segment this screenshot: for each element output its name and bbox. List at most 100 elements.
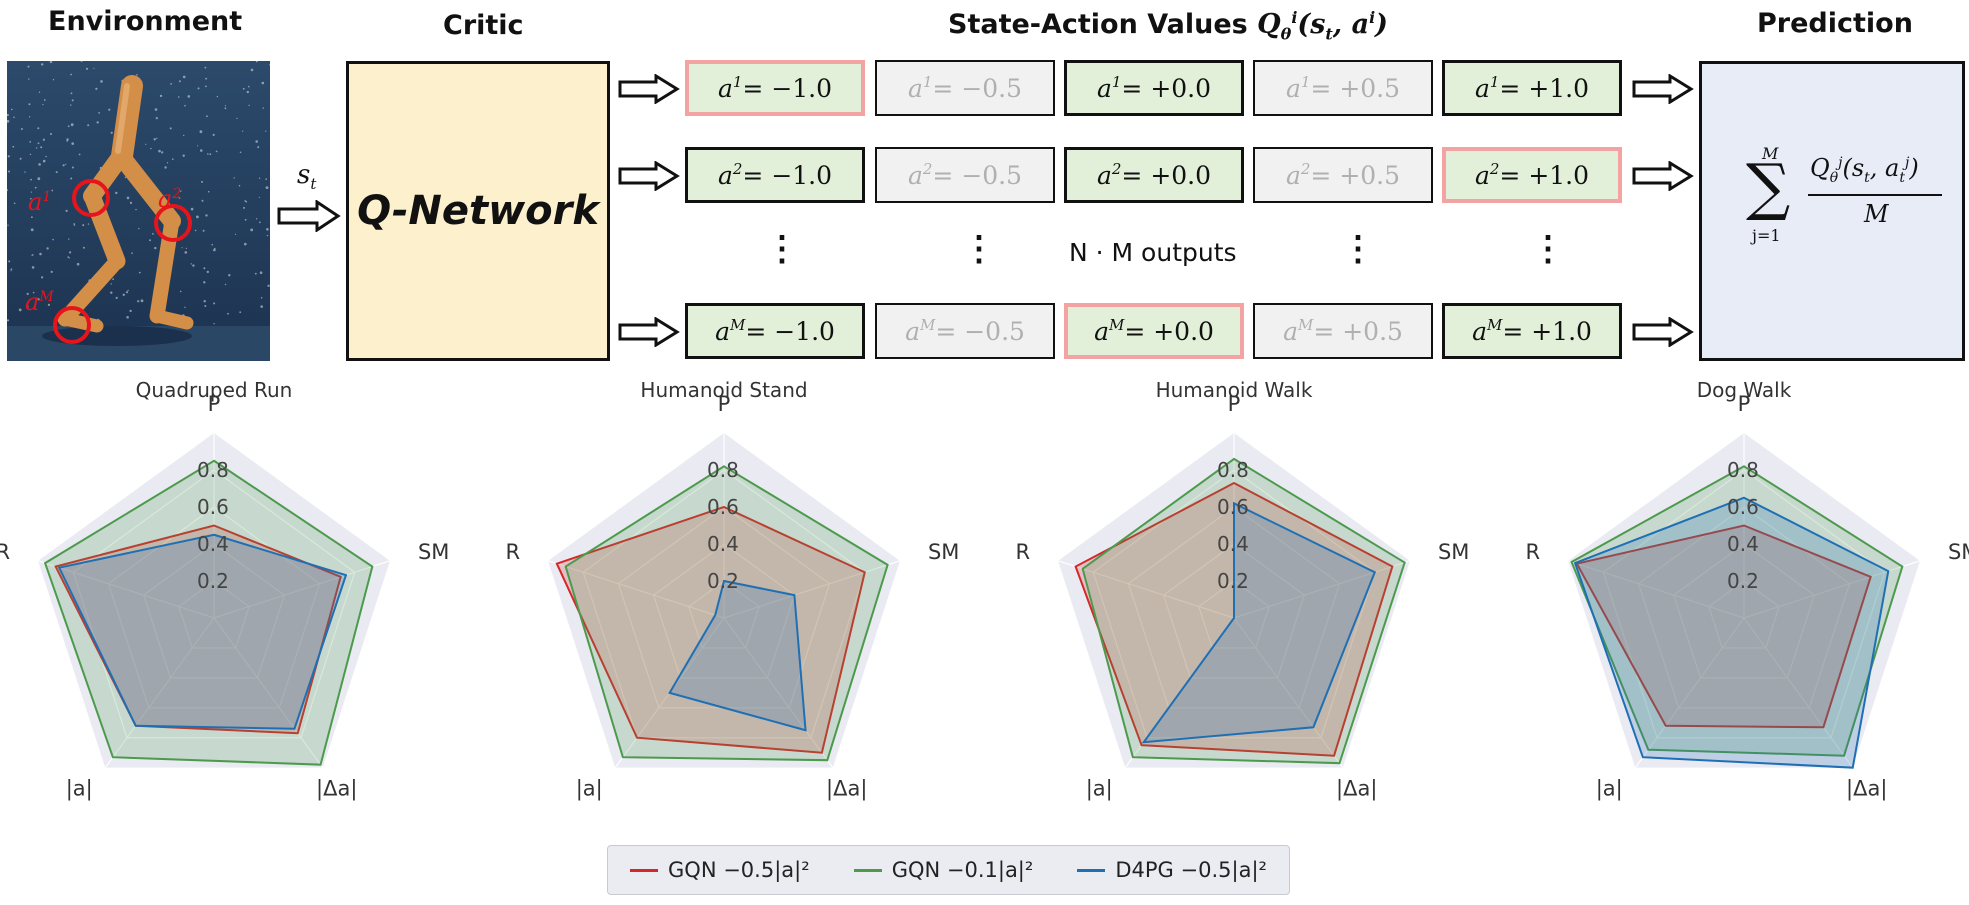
radar-tick-label: 0.2	[1727, 569, 1759, 593]
q-network-label: Q-Network	[357, 188, 599, 234]
radar-spoke	[1634, 617, 1745, 769]
radar-grid-ring	[652, 543, 796, 679]
radar-tick-label: 0.8	[1217, 458, 1249, 482]
radar-tick-label: 0.4	[707, 532, 739, 556]
legend: GQN −0.5|a|² GQN −0.1|a|² D4PG −0.5|a|²	[607, 845, 1290, 895]
radar-tick-label: 0.2	[197, 569, 229, 593]
env-label-am: aM	[25, 288, 54, 316]
radar-axis-label: |a|	[1596, 777, 1623, 802]
legend-swatch	[853, 868, 882, 872]
radar-tick-label: 0.4	[1727, 532, 1759, 556]
row-arrow-out-icon	[1632, 160, 1694, 196]
radar-axis-label: R	[1015, 540, 1030, 564]
formula-bar	[1808, 194, 1942, 196]
radar-tick-label: 0.8	[197, 458, 229, 482]
heading-state-action-values: State-Action Values Qθi(st, ai)	[948, 8, 1388, 43]
heading-q-args: (s	[1297, 9, 1326, 40]
legend-item: D4PG −0.5|a|²	[1077, 858, 1267, 882]
legend-label: GQN −0.5|a|²	[668, 858, 810, 882]
radar-axis-label: |Δa|	[316, 777, 357, 802]
radar-spoke	[723, 617, 834, 769]
heading-values-text: State-Action Values	[948, 9, 1258, 40]
radar-spoke	[1233, 560, 1411, 619]
radar-tick-label: 0.6	[197, 495, 229, 519]
radar-series	[1570, 465, 1904, 757]
legend-swatch	[630, 868, 659, 872]
env-label-a1: a1	[28, 188, 52, 216]
legend-swatch	[1077, 868, 1106, 872]
radar-grid-ring	[142, 543, 286, 679]
radar-series	[1575, 524, 1872, 729]
radar-grid-ring	[1127, 506, 1341, 709]
ellipsis-dots: ⋮	[765, 229, 799, 269]
radar-title: Dog Walk	[1697, 378, 1792, 402]
ellipsis-dots: ⋮	[1341, 229, 1375, 269]
ellipsis-dots: ⋮	[1531, 229, 1565, 269]
radar-title: Humanoid Walk	[1156, 378, 1313, 402]
radar-spoke	[723, 560, 901, 619]
radar-axis-label: SM	[928, 540, 959, 564]
radar-axis-label: P	[1738, 392, 1751, 416]
radar-axis-label: R	[0, 540, 10, 564]
radar-grid-ring	[107, 506, 321, 709]
heading-environment: Environment	[48, 6, 243, 37]
radar-grid-ring	[1708, 580, 1780, 649]
prediction-box: M ∑ j=1 Qθj(st, atj) M	[1699, 61, 1965, 361]
row-arrow-in-icon	[618, 73, 680, 109]
radar-title: Quadruped Run	[136, 378, 293, 402]
radar-spoke	[213, 560, 391, 619]
radar-axis-label: SM	[1948, 540, 1969, 564]
formula-denominator: M	[1864, 200, 1889, 228]
radar-spoke	[547, 560, 725, 619]
radar-tick-label: 0.8	[1727, 458, 1759, 482]
radar-tick-label: 0.6	[1217, 495, 1249, 519]
outputs-label: N · M outputs	[1069, 238, 1237, 267]
radar-series	[1081, 457, 1406, 765]
radar-spoke	[1233, 617, 1344, 769]
radar-axis-label: P	[1228, 392, 1241, 416]
heading-values-math: Qθi(st, ai)	[1257, 8, 1388, 44]
radar-grid-ring	[582, 469, 866, 739]
environment-image	[7, 61, 270, 361]
radar-grid-ring	[1198, 580, 1270, 649]
row-arrow-in-icon	[618, 160, 680, 196]
radar-series	[1141, 501, 1377, 744]
radar-axis-label: |Δa|	[1336, 777, 1377, 802]
heading-q-symbol: Q	[1257, 9, 1281, 40]
legend-label: GQN −0.1|a|²	[891, 858, 1034, 882]
radar-series	[43, 459, 374, 766]
radar-grid-ring	[1602, 469, 1886, 739]
radar-tick-label: 0.2	[1217, 569, 1249, 593]
radar-tick-label: 0.6	[1727, 495, 1759, 519]
joint-circle-2	[154, 204, 192, 242]
ellipsis-dots: ⋮	[962, 229, 996, 269]
radar-grid-ring	[1092, 469, 1376, 739]
heading-prediction: Prediction	[1757, 8, 1913, 39]
formula-sum: ∑	[1746, 150, 1791, 223]
radar-tick-label: 0.2	[707, 569, 739, 593]
radar-spoke	[1743, 617, 1854, 769]
formula: M ∑ j=1 Qθj(st, atj) M	[1742, 142, 1942, 282]
legend-item: GQN −0.5|a|²	[630, 858, 810, 882]
radar-axis-label: SM	[418, 540, 449, 564]
joint-circle-1	[72, 179, 110, 217]
radar-axis-label: |a|	[576, 777, 603, 802]
radar-axis-label: R	[505, 540, 520, 564]
radar-title: Humanoid Stand	[640, 378, 807, 402]
